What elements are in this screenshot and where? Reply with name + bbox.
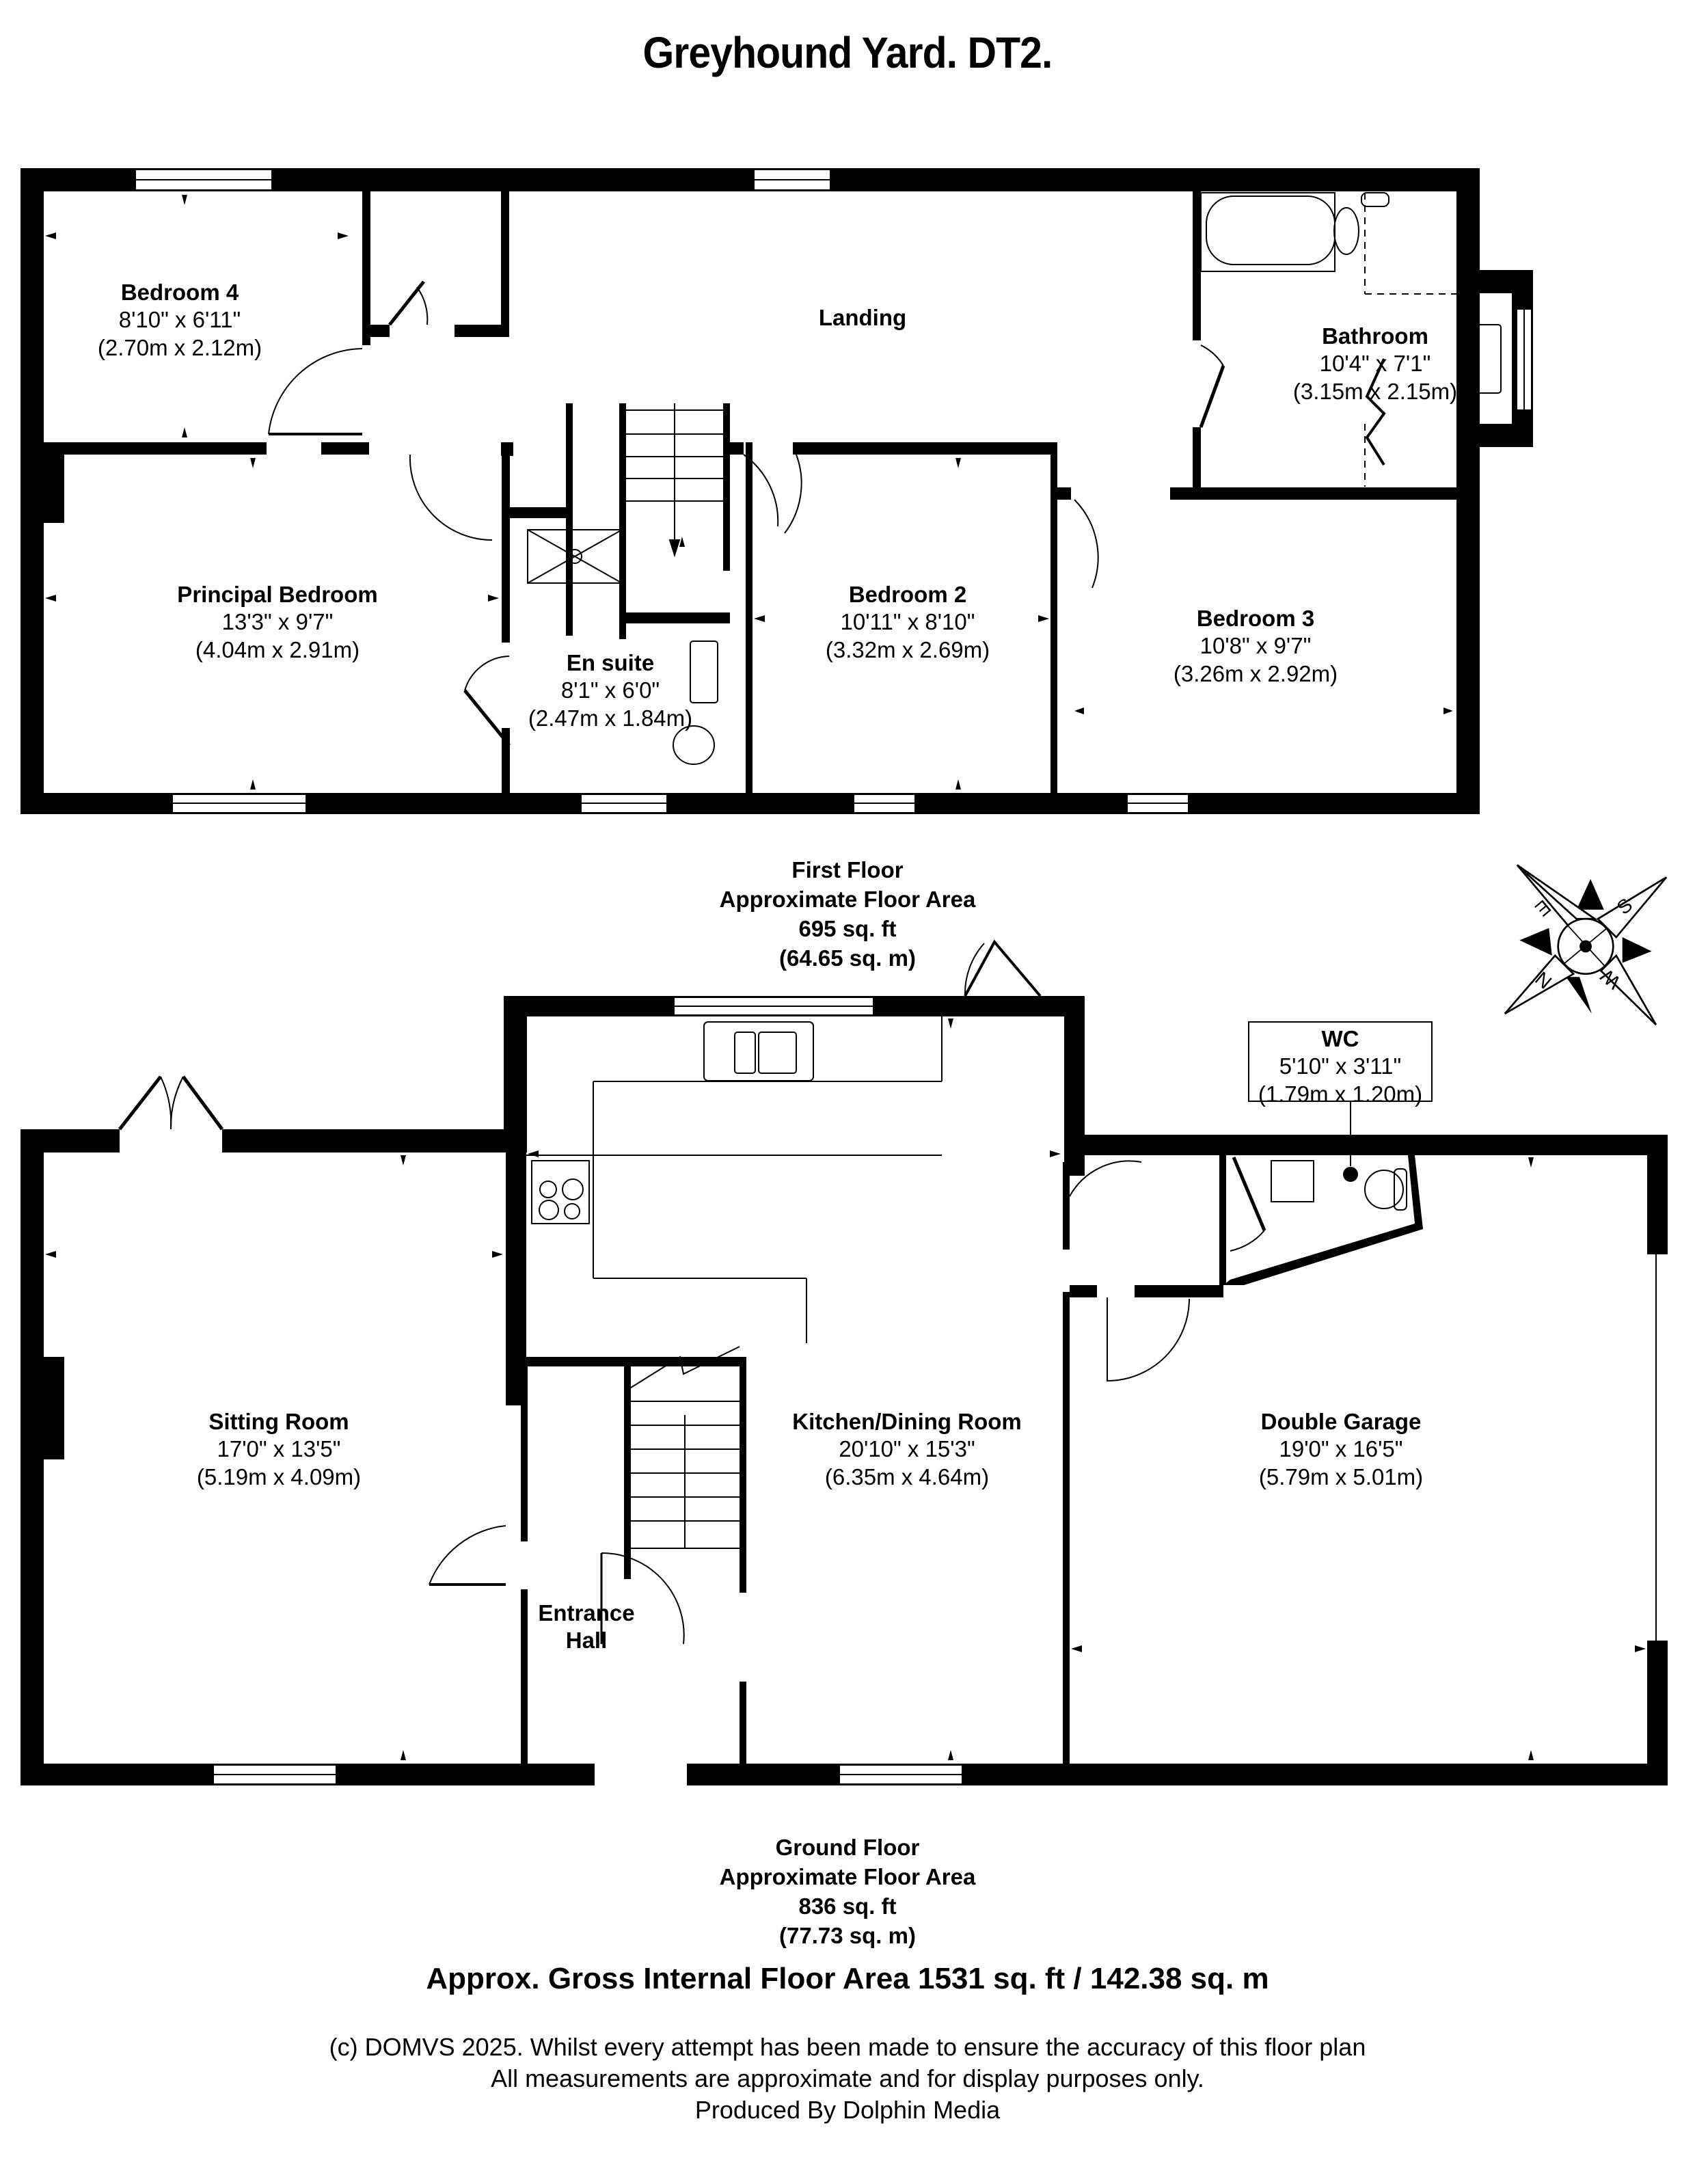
room-name: Bedroom 3 [1196, 606, 1315, 631]
room-name: Kitchen/Dining Room [792, 1409, 1022, 1434]
room-name-line-2: Hall [565, 1628, 608, 1654]
room-name: En suite [566, 650, 655, 675]
room-dimensions-imperial: 10'4" x 7'1" [1319, 351, 1431, 377]
room-label-bedroom-2: Bedroom 2 10'11" x 8'10" (3.32m x 2.69m) [826, 581, 990, 664]
room-name: WC [1321, 1026, 1359, 1051]
floor-name: Ground Floor [775, 1835, 920, 1860]
ground-floor-area: Ground Floor Approximate Floor Area 836 … [720, 1833, 976, 1951]
room-dimensions-metric: (4.04m x 2.91m) [195, 636, 360, 662]
ground-floor-walls [21, 996, 1668, 1785]
compass-rose-icon: E S N W [1504, 864, 1668, 1025]
room-name: Bathroom [1322, 323, 1428, 349]
room-label-bathroom: Bathroom 10'4" x 7'1" (3.15m x 2.15m) [1293, 323, 1457, 405]
room-dimensions-imperial: 19'0" x 16'5" [1279, 1436, 1403, 1462]
room-label-entrance-hall: Entrance Hall [538, 1600, 634, 1655]
room-dimensions-metric: (2.70m x 2.12m) [97, 334, 262, 360]
room-label-double-garage: Double Garage 19'0" x 16'5" (5.79m x 5.0… [1259, 1408, 1423, 1491]
area-sqm: (77.73 sq. m) [779, 1922, 916, 1948]
room-name: Principal Bedroom [177, 582, 378, 607]
room-label-principal-bedroom: Principal Bedroom 13'3" x 9'7" (4.04m x … [177, 581, 377, 664]
room-name: Sitting Room [208, 1409, 349, 1434]
room-dimensions-metric: (1.79m x 1.20m) [1258, 1081, 1423, 1107]
ground-floor-fixtures [526, 1016, 1407, 1549]
room-label-en-suite: En suite 8'1" x 6'0" (2.47m x 1.84m) [528, 649, 692, 732]
room-dimensions-metric: (3.15m x 2.15m) [1292, 378, 1458, 404]
room-name: Bedroom 4 [120, 280, 239, 305]
room-name: Bedroom 2 [848, 582, 967, 607]
room-label-kitchen-dining: Kitchen/Dining Room 20'10" x 15'3" (6.35… [792, 1408, 1021, 1491]
room-dimensions-imperial: 8'10" x 6'11" [118, 307, 241, 333]
room-name: Landing [818, 305, 907, 330]
room-dimensions-imperial: 13'3" x 9'7" [221, 609, 334, 635]
room-dimensions-imperial: 10'11" x 8'10" [840, 609, 975, 635]
first-floor-windows [135, 169, 1532, 813]
disclaimer-line: All measurements are approximate and for… [491, 2064, 1204, 2093]
first-floor-fixtures [527, 192, 1502, 765]
ground-floor-windows [213, 997, 963, 1785]
room-dimensions-imperial: 20'10" x 15'3" [839, 1436, 975, 1462]
room-label-bedroom-4: Bedroom 4 8'10" x 6'11" (2.70m x 2.12m) [98, 279, 262, 362]
room-label-bedroom-3: Bedroom 3 10'8" x 9'7" (3.26m x 2.92m) [1174, 605, 1338, 688]
room-dimensions-metric: (6.35m x 4.64m) [824, 1464, 990, 1489]
floor-name: First Floor [791, 857, 904, 882]
wc-label-box [1248, 1021, 1433, 1102]
area-sqm: (64.65 sq. m) [779, 945, 916, 971]
room-dimensions-imperial: 8'1" x 6'0" [560, 677, 660, 703]
room-label-wc: WC 5'10" x 3'11" (1.79m x 1.20m) [1258, 1025, 1422, 1108]
area-caption: Approximate Floor Area [719, 886, 976, 912]
measurement-arrows [45, 195, 1646, 1760]
plan-title: Greyhound Yard. DT2. [642, 28, 1053, 77]
first-floor-walls [21, 168, 1533, 814]
room-label-sitting-room: Sitting Room 17'0" x 13'5" (5.19m x 4.09… [197, 1408, 361, 1491]
room-dimensions-metric: (3.32m x 2.69m) [825, 636, 990, 662]
room-dimensions-imperial: 5'10" x 3'11" [1279, 1053, 1402, 1079]
first-floor-area: First Floor Approximate Floor Area 695 s… [720, 856, 976, 973]
room-name: Double Garage [1260, 1409, 1422, 1434]
area-sqft: 836 sq. ft [798, 1893, 897, 1919]
producer-line: Produced By Dolphin Media [694, 2096, 1001, 2125]
room-name: Entrance [538, 1600, 635, 1626]
first-floor-doors [268, 280, 1386, 746]
copyright-line: (c) DOMVS 2025. Whilst every attempt has… [329, 2033, 1366, 2061]
room-dimensions-imperial: 10'8" x 9'7" [1199, 633, 1312, 659]
room-dimensions-metric: (3.26m x 2.92m) [1173, 660, 1338, 686]
room-dimensions-metric: (5.19m x 4.09m) [196, 1464, 362, 1489]
gross-internal-area: Approx. Gross Internal Floor Area 1531 s… [426, 1962, 1269, 1995]
room-dimensions-imperial: 17'0" x 13'5" [217, 1436, 341, 1462]
room-label-landing: Landing [819, 304, 906, 332]
area-caption: Approximate Floor Area [719, 1863, 976, 1889]
ground-floor-doors [118, 939, 1657, 1645]
room-dimensions-metric: (2.47m x 1.84m) [528, 705, 693, 731]
room-dimensions-metric: (5.79m x 5.01m) [1258, 1464, 1424, 1489]
area-sqft: 695 sq. ft [798, 915, 897, 941]
disclaimer-footer: (c) DOMVS 2025. Whilst every attempt has… [0, 2032, 1695, 2126]
svg-text:E: E [1531, 895, 1555, 921]
